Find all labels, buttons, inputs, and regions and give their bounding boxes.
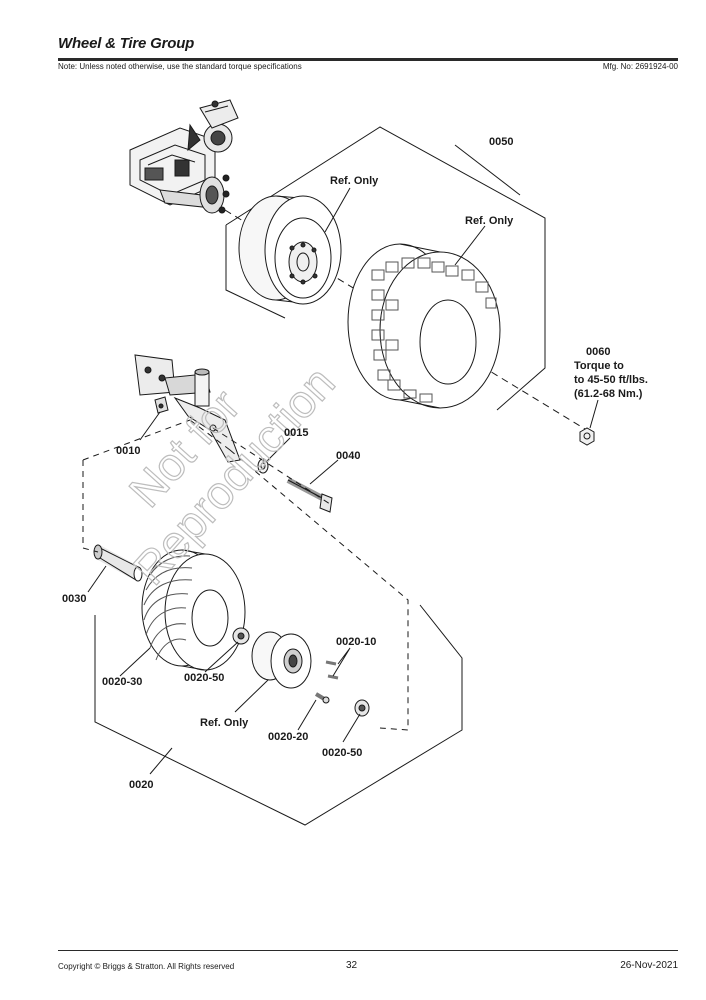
small-tire-drawing bbox=[141, 549, 246, 671]
page-number: 32 bbox=[346, 960, 358, 971]
footer-rule bbox=[58, 950, 678, 951]
callout-0015: 0015 bbox=[284, 427, 308, 439]
callout-0020-30: 0020-30 bbox=[102, 676, 142, 688]
torque-note: Note: Unless noted otherwise, use the st… bbox=[58, 62, 302, 71]
callout-0010: 0010 bbox=[116, 445, 140, 457]
torque-line-2: to 45-50 ft/lbs. bbox=[574, 374, 648, 386]
callout-0020-20: 0020-20 bbox=[268, 731, 308, 743]
callout-0050: 0050 bbox=[489, 136, 513, 148]
caster-yoke-drawing bbox=[134, 354, 241, 463]
publish-date: 26-Nov-2021 bbox=[620, 960, 678, 971]
callout-ref-only-hub: Ref. Only bbox=[200, 717, 249, 729]
washer-drawing bbox=[257, 458, 269, 474]
callout-0060: 0060 bbox=[586, 346, 610, 358]
bolt-drawing bbox=[286, 477, 333, 513]
rim-drawing bbox=[238, 195, 342, 305]
header-rule bbox=[58, 58, 678, 61]
axle-assembly-drawing bbox=[129, 99, 239, 214]
callout-0020-10: 0020-10 bbox=[336, 636, 376, 648]
copyright: Copyright © Briggs & Stratton. All Right… bbox=[58, 962, 235, 971]
torque-line-1: Torque to bbox=[574, 360, 624, 372]
watermark: Not for Reproduction bbox=[118, 356, 345, 595]
callout-0020-50-left: 0020-50 bbox=[184, 672, 224, 684]
pins-drawing bbox=[325, 660, 339, 680]
callout-ref-only-tire: Ref. Only bbox=[465, 215, 514, 227]
callout-0020: 0020 bbox=[129, 779, 153, 791]
callout-0040: 0040 bbox=[336, 450, 360, 462]
callout-0020-50-right: 0020-50 bbox=[322, 747, 362, 759]
callout-0030: 0030 bbox=[62, 593, 86, 605]
hub-drawing bbox=[251, 631, 312, 689]
large-tire-drawing bbox=[347, 243, 501, 409]
torque-line-3: (61.2-68 Nm.) bbox=[574, 388, 643, 400]
callout-ref-only-rim: Ref. Only bbox=[330, 175, 379, 187]
page-title: Wheel & Tire Group bbox=[58, 35, 195, 52]
lug-nut-drawing bbox=[579, 427, 595, 446]
mfg-number: Mfg. No: 2691924-00 bbox=[602, 62, 678, 71]
